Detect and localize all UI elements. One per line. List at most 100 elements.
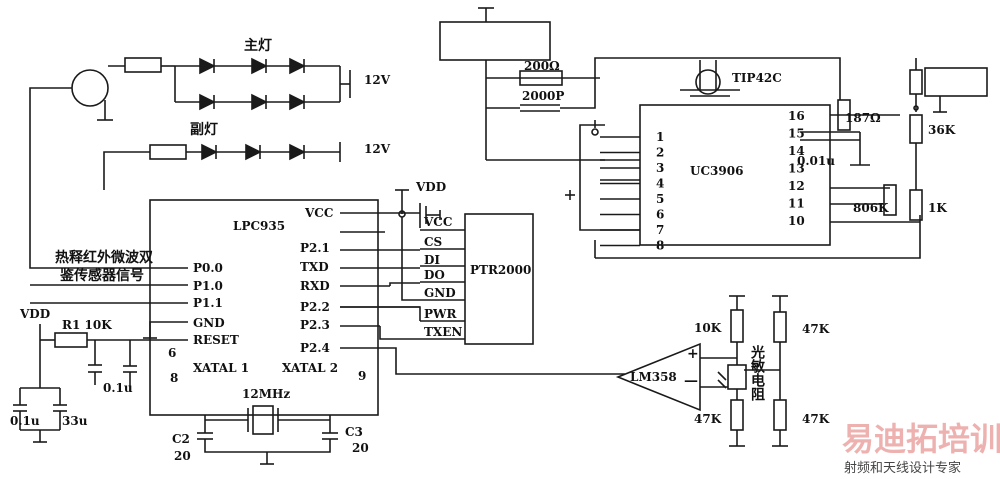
light-sensor-section: LM358 + — 10K 光敏电阻 47K 47K 47K <box>615 295 830 447</box>
lpc935-chip: LPC935 VCC P0.0 P1.0 P1.1 GND RESET P2.1… <box>30 199 379 416</box>
lm358-name: LM358 <box>630 370 677 384</box>
sensor-signal-line2: 鉴传感器信号 <box>59 267 144 284</box>
resistor-sublamp <box>149 144 187 160</box>
uc3906-pin-5: 5 <box>656 192 664 206</box>
uc3906-pin-4: 4 <box>656 177 664 191</box>
opamp-minus: — <box>684 373 698 389</box>
cap-001u-label: 0.01u <box>797 154 835 168</box>
ptr2000-gnd: GND <box>424 286 456 300</box>
lpc935-xatal2: XATAL 2 <box>282 361 338 375</box>
v12-top-label: 12V <box>364 73 391 87</box>
resistor-47k-a <box>730 399 744 431</box>
crystal-body <box>252 405 274 435</box>
load-box <box>924 67 988 97</box>
photoresistor-body <box>727 364 747 390</box>
ptr2000-module: PTR2000 VCC CS DI DO GND PWR TXEN VDD <box>340 180 625 375</box>
r1k-label: 1K <box>928 201 947 215</box>
ptr2000-body <box>464 213 534 345</box>
r47k-c-label: 47K <box>802 412 830 426</box>
lpc935-reset: RESET <box>193 333 239 347</box>
resistor-187 <box>837 99 851 131</box>
lpc935-vcc: VCC <box>304 206 333 220</box>
ptr2000-cs: CS <box>424 235 442 249</box>
uc3906-pin-3: 3 <box>656 161 664 175</box>
uc3906-name: UC3906 <box>690 164 743 178</box>
uc3906-pin-7: 7 <box>656 223 664 237</box>
lm358-opamp <box>615 342 701 412</box>
lpc935-xatal1: XATAL 1 <box>193 361 249 375</box>
r36k-label: 36K <box>928 123 956 137</box>
lpc935-pin9: 9 <box>358 369 366 383</box>
c3-label: C3 <box>345 425 363 439</box>
cap-01u-b-label: 0.1u <box>103 381 133 395</box>
main-lamp-label: 主灯 <box>244 37 272 54</box>
diode-row-1 <box>199 57 306 75</box>
uc3906-pin-15: 15 <box>788 127 805 141</box>
watermark-subtitle: 射频和天线设计专家 <box>844 460 961 476</box>
watermark: 易迪拓培训 射频和天线设计专家 <box>842 420 1000 476</box>
c2-label: C2 <box>172 432 190 446</box>
r187-label: 187Ω <box>845 111 881 125</box>
r10k-right-label: 10K <box>694 321 722 335</box>
sensor-signal-line1: 热释红外微波双 <box>55 249 153 266</box>
uc3906-pin-2: 2 <box>656 146 664 160</box>
v12-mid-label: 12V <box>364 142 391 156</box>
uc3906-pin-10: 10 <box>788 214 805 228</box>
ptr2000-pwr: PWR <box>424 307 458 321</box>
reset-circuit: VDD R1 10K 0.1u 0.1u 33u <box>10 307 188 443</box>
ptr2000-vcc: VCC <box>423 215 452 229</box>
lpc935-pin6: 6 <box>168 346 176 360</box>
uc3906-pin-16: 16 <box>788 109 805 123</box>
sensor-circle <box>71 69 109 107</box>
lpc935-gnd: GND <box>193 316 225 330</box>
lpc935-pin8: 8 <box>170 371 178 385</box>
ptr2000-txen: TXEN <box>424 325 462 339</box>
sub-lamp-label: 副灯 <box>190 121 218 138</box>
uc3906-pin-13: 13 <box>788 162 805 176</box>
c2-value: 20 <box>174 449 191 463</box>
uc3906-pin-1: 1 <box>656 130 664 144</box>
lpc935-p1-0: P1.0 <box>193 279 223 293</box>
r200-label: 200Ω <box>524 59 560 73</box>
resistor-top-right <box>909 69 923 95</box>
lpc935-p1-1: P1.1 <box>193 296 223 310</box>
resistor-47k-b <box>773 311 787 343</box>
watermark-logo-text: 易迪拓培训 <box>842 420 1000 458</box>
uc3906-pin-6: 6 <box>656 208 664 222</box>
uc3906-pin-11: 11 <box>788 197 805 211</box>
lpc935-txd: TXD <box>300 260 329 274</box>
r1-label: R1 10K <box>62 318 112 332</box>
vdd-left-label: VDD <box>19 307 50 321</box>
resistor-r1 <box>54 332 88 348</box>
cap-33u-label: 33u <box>62 414 88 428</box>
diode-row-2 <box>199 93 306 111</box>
lpc935-p0-0: P0.0 <box>193 261 223 275</box>
resistor-200 <box>519 70 563 86</box>
tip42c-label: TIP42C <box>732 71 782 85</box>
lpc935-p2-3: P2.3 <box>300 318 330 332</box>
crystal-circuit: 12MHz C2 20 C3 20 <box>172 387 369 465</box>
uc3906-pin-12: 12 <box>788 179 805 193</box>
c2000p-label: 2000P <box>522 89 564 103</box>
resistor-806k <box>883 184 897 216</box>
ptr2000-di: DI <box>424 253 440 267</box>
c3-value: 20 <box>352 441 369 455</box>
resistor-47k-c <box>773 399 787 431</box>
r47k-b-label: 47K <box>802 322 830 336</box>
r806k-label: 806K <box>853 201 889 215</box>
resistor-36k <box>909 114 923 144</box>
lpc935-rxd: RXD <box>300 279 330 293</box>
opamp-plus: + <box>687 346 699 362</box>
lpc935-p2-4: P2.4 <box>300 341 330 355</box>
uc3906-body <box>639 104 831 246</box>
lpc935-p2-2: P2.2 <box>300 300 330 314</box>
resistor-lamp <box>124 57 162 73</box>
crystal-label: 12MHz <box>242 387 290 401</box>
ptr2000-do: DO <box>424 268 445 282</box>
resistor-10k-right <box>730 309 744 343</box>
vdd-top-label: VDD <box>415 180 446 194</box>
